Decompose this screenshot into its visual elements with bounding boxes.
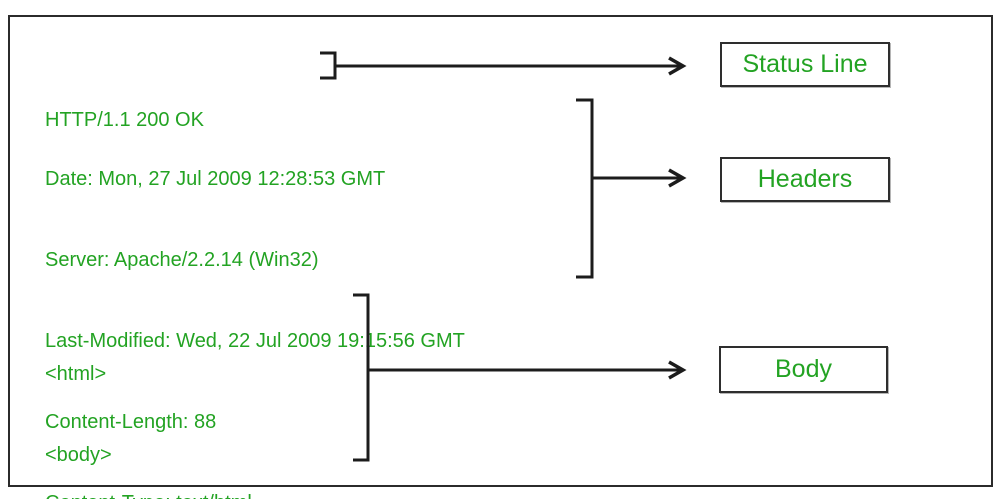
body-line: <body>: [45, 444, 112, 466]
body-arrowhead-icon: [668, 360, 687, 380]
body-bracket-icon: [353, 293, 370, 462]
headers-label-box: Headers: [720, 157, 890, 202]
body-label: Body: [775, 355, 832, 383]
headers-label: Headers: [757, 165, 853, 193]
status-line-bracket-icon: [320, 51, 337, 80]
status-line-text: HTTP/1.1 200 OK: [45, 53, 204, 188]
header-line: Server: Apache/2.2.14 (Win32): [45, 249, 319, 271]
headers-arrowhead-icon: [668, 168, 687, 188]
status-line-arrowhead-icon: [668, 56, 687, 76]
header-line: Last-Modified: Wed, 22 Jul 2009 19:15:56…: [45, 330, 465, 352]
body-line: <html>: [45, 363, 107, 385]
header-line: Content-Type: text/html: [45, 490, 465, 499]
status-line-value: HTTP/1.1 200 OK: [45, 109, 204, 131]
status-line-label: Status Line: [742, 50, 868, 78]
headers-bracket-icon: [576, 98, 594, 279]
body-label-box: Body: [719, 346, 888, 393]
outer-frame: [8, 15, 993, 487]
status-line-label-box: Status Line: [720, 42, 890, 87]
header-line: Date: Mon, 27 Jul 2009 12:28:53 GMT: [45, 168, 386, 190]
body-block: <html> <body> <h1>Hello, World!</h1> </b…: [45, 307, 256, 499]
headers-block: Date: Mon, 27 Jul 2009 12:28:53 GMT Serv…: [45, 112, 465, 499]
header-line: Content-Length: 88: [45, 411, 217, 433]
